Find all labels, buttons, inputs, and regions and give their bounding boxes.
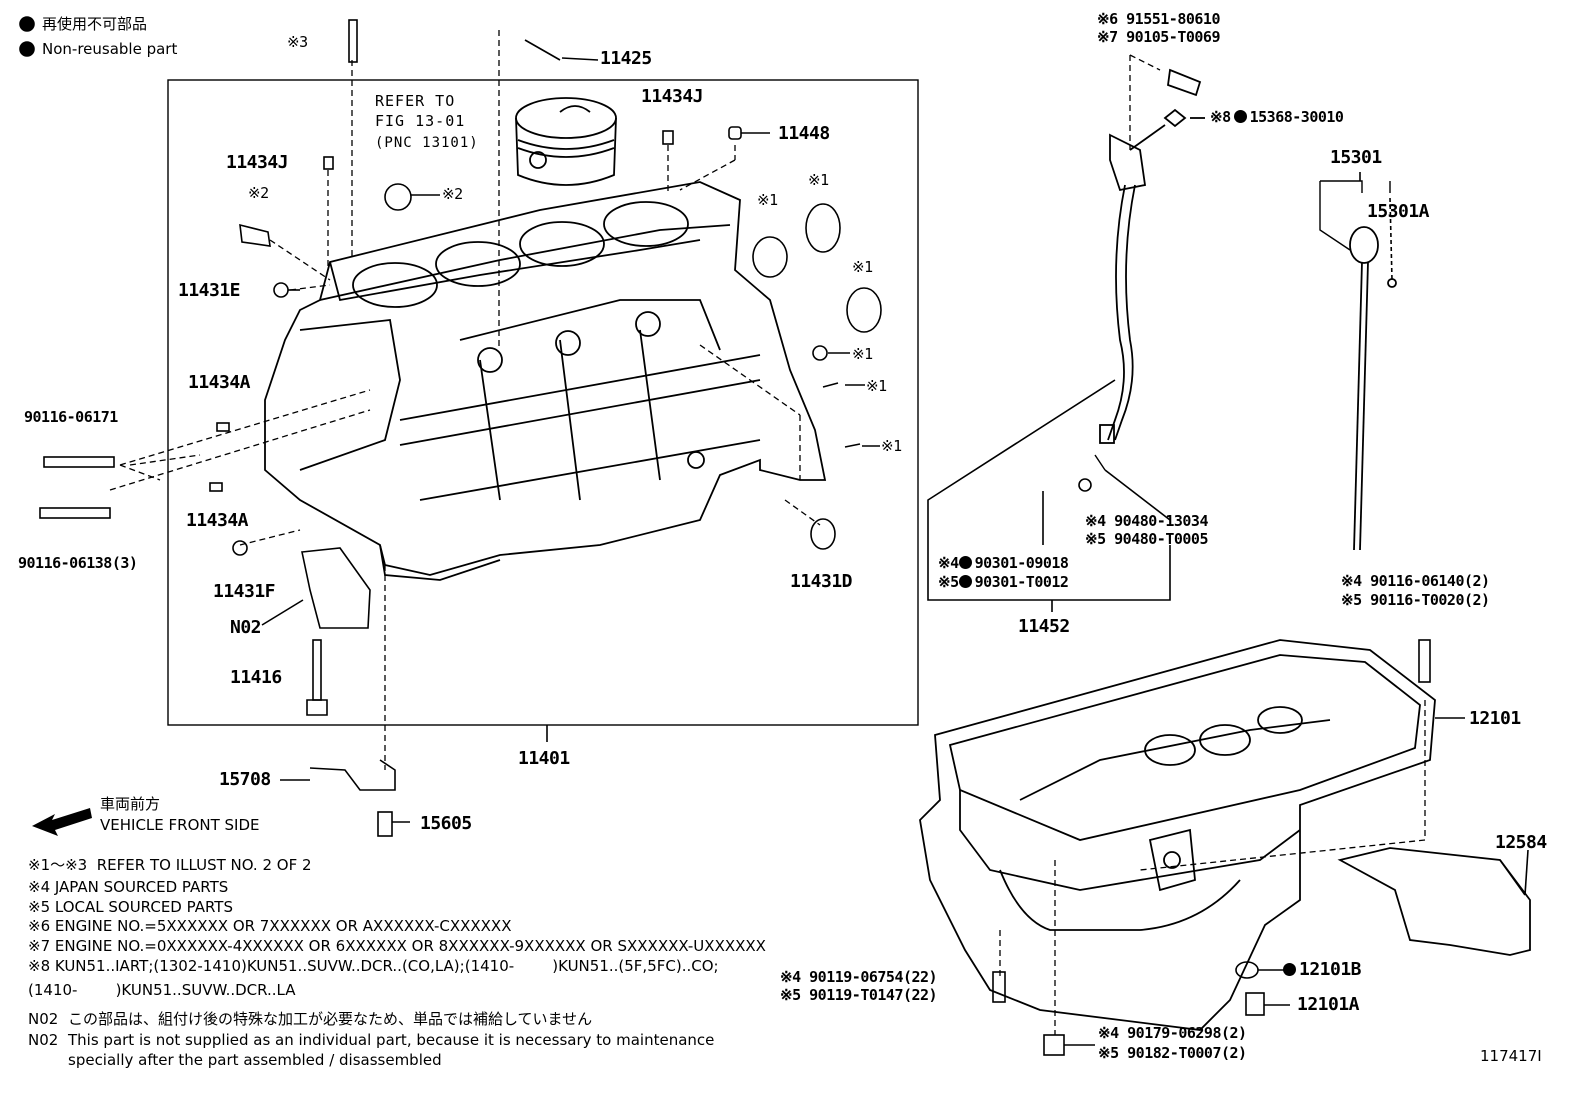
ref-4-stud[interactable]: ※4 90116-06140(2) xyxy=(1341,572,1490,590)
oil-pan-icon xyxy=(919,639,1436,1031)
mark-1-f: ※1 xyxy=(881,437,902,455)
non-reusable-dot-icon xyxy=(1283,963,1296,976)
front-arrow-icon xyxy=(32,808,92,836)
ref-4-gasket[interactable]: ※4 90480-13034 xyxy=(1085,512,1208,530)
label-90116-06171[interactable]: 90116-06171 xyxy=(24,408,118,426)
front-en: VEHICLE FRONT SIDE xyxy=(100,816,260,834)
note-7: ※7 ENGINE NO.=0XXXXXX-4XXXXXX OR 6XXXXXX… xyxy=(28,937,766,955)
legend-dot-icon xyxy=(19,16,35,32)
piston-icon xyxy=(515,97,617,186)
baffle-plate-icon xyxy=(1337,847,1531,956)
note-1: ※1～※3 REFER TO ILLUST NO. 2 OF 2 xyxy=(28,856,312,874)
ref-5-gasket[interactable]: ※5 90480-T0005 xyxy=(1085,530,1208,548)
label-11434j-right[interactable]: 11434J xyxy=(641,86,704,107)
mark-1-b: ※1 xyxy=(808,171,829,189)
note-6: ※6 ENGINE NO.=5XXXXXX OR 7XXXXXX OR AXXX… xyxy=(28,917,512,935)
n02-en-2: specially after the part assembled / dis… xyxy=(68,1051,442,1069)
dipstick-icon xyxy=(1349,226,1397,551)
label-11434a-top[interactable]: 11434A xyxy=(188,372,251,393)
refer-line3: (PNC 13101) xyxy=(375,135,479,151)
mark-1-d: ※1 xyxy=(852,345,873,363)
mark-1-a: ※1 xyxy=(757,191,778,209)
label-11401[interactable]: 11401 xyxy=(518,748,570,769)
label-90116-06138[interactable]: 90116-06138(3) xyxy=(18,554,138,572)
label-12584[interactable]: 12584 xyxy=(1495,832,1547,853)
mark-1-e: ※1 xyxy=(866,377,887,395)
label-12101b[interactable]: 12101B xyxy=(1283,960,1362,980)
refer-line2: FIG 13-01 xyxy=(375,112,466,130)
ref-4-bolt[interactable]: ※4 90119-06754(22) xyxy=(780,968,938,986)
front-jp: 車両前方 xyxy=(100,795,161,813)
n02-en-1: This part is not supplied as an individu… xyxy=(68,1031,715,1049)
non-reusable-dot-icon xyxy=(958,556,972,569)
legend-dot-icon xyxy=(19,41,35,57)
ref-5-nut[interactable]: ※5 90182-T0007(2) xyxy=(1098,1044,1247,1062)
legend-en: Non-reusable part xyxy=(42,40,178,58)
ref-5-bolt[interactable]: ※5 90119-T0147(22) xyxy=(780,986,938,1004)
mark-3: ※3 xyxy=(287,33,308,51)
note-8-cont: (1410- )KUN51..SUVW..DCR..LA xyxy=(28,981,296,999)
label-15708[interactable]: 15708 xyxy=(219,769,271,790)
note-8: ※8 KUN51..IART;(1302-1410)KUN51..SUVW..D… xyxy=(28,957,719,975)
n02-jp: この部品は、組付け後の特殊な加工が必要なため、単品では補給していません xyxy=(68,1010,593,1028)
label-15605[interactable]: 15605 xyxy=(420,813,472,834)
label-15301a[interactable]: 15301A xyxy=(1367,201,1430,222)
label-12101[interactable]: 12101 xyxy=(1469,708,1521,729)
ref-5-stud[interactable]: ※5 90116-T0020(2) xyxy=(1341,591,1490,609)
label-15301[interactable]: 15301 xyxy=(1330,147,1382,168)
figure-number: 117417I xyxy=(1480,1047,1542,1065)
label-11425[interactable]: 11425 xyxy=(600,48,652,69)
ref-7[interactable]: ※7 90105-T0069 xyxy=(1097,28,1220,46)
label-11434j-left[interactable]: 11434J xyxy=(226,152,289,173)
label-12101a[interactable]: 12101A xyxy=(1297,994,1360,1015)
engine-block-frame xyxy=(167,79,919,726)
mark-2-plug: ※2 xyxy=(442,185,463,203)
refer-line1: REFER TO xyxy=(375,92,456,110)
label-11431f[interactable]: 11431F xyxy=(213,581,276,602)
non-reusable-dot-icon xyxy=(1233,110,1247,123)
label-11416[interactable]: 11416 xyxy=(230,667,282,688)
label-11452[interactable]: 11452 xyxy=(1018,616,1070,637)
label-11448[interactable]: 11448 xyxy=(778,123,830,144)
ref-4-nut[interactable]: ※4 90179-06298(2) xyxy=(1098,1024,1247,1042)
n02-code-en: N02 xyxy=(28,1031,59,1049)
dipstick-guide-icon xyxy=(1099,68,1205,444)
n02-code-jp: N02 xyxy=(28,1010,59,1028)
mark-1-c: ※1 xyxy=(852,258,873,276)
legend-jp: 再使用不可部品 xyxy=(42,15,148,33)
label-11434a-bottom[interactable]: 11434A xyxy=(186,510,249,531)
engine-block-icon xyxy=(264,181,827,581)
note-4: ※4 JAPAN SOURCED PARTS xyxy=(28,878,229,896)
label-n02[interactable]: N02 xyxy=(230,617,262,638)
non-reusable-dot-icon xyxy=(958,575,972,588)
ref-6[interactable]: ※6 91551-80610 xyxy=(1097,10,1220,28)
label-11431d[interactable]: 11431D xyxy=(790,571,853,592)
mark-2-bolt: ※2 xyxy=(248,184,269,202)
label-11431e[interactable]: 11431E xyxy=(178,280,241,301)
note-5: ※5 LOCAL SOURCED PARTS xyxy=(28,898,233,916)
